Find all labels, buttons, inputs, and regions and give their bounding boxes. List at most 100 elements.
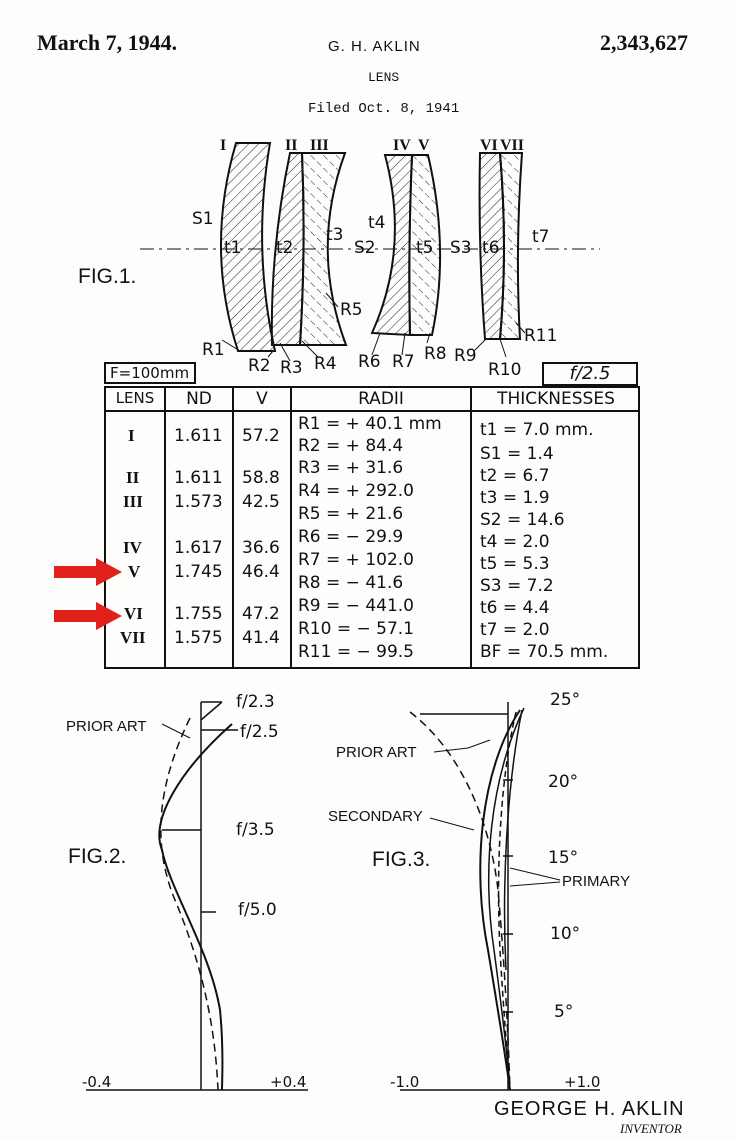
header-lens: LENS	[115, 389, 155, 407]
lens-numeral-vii: VII	[500, 137, 525, 154]
lens-numeral-i: I	[220, 137, 227, 154]
header-v: V	[256, 389, 268, 409]
fig3-angle-label: 15°	[548, 848, 579, 868]
patent-number: 2,343,627	[600, 30, 688, 55]
fig3-angle-label: 20°	[548, 772, 579, 792]
signature-name: GEORGE H. AKLIN	[494, 1098, 685, 1120]
thickness-label-t2: t2	[276, 238, 294, 258]
header-thicknesses: THICKNESSES	[497, 389, 615, 409]
fig2-aperture-label: f/2.3	[236, 692, 275, 712]
radius-label-r2: R2	[248, 356, 271, 376]
thickness-value: S3 = 7.2	[480, 576, 554, 596]
filed-date: Filed Oct. 8, 1941	[308, 101, 460, 117]
header-radii: RADII	[358, 389, 404, 409]
spacing-label-s2: S2	[354, 238, 376, 258]
thickness-value: t6 = 4.4	[480, 598, 550, 618]
fig3-angle-label: 10°	[550, 924, 581, 944]
lens-numeral-vi: VI	[480, 137, 498, 154]
thickness-value: t1 = 7.0 mm.	[480, 420, 594, 440]
nd-cell: 1.617	[174, 538, 223, 558]
signature-role: INVENTOR	[620, 1121, 682, 1136]
lens-numeral-ii: II	[285, 137, 298, 154]
nd-cell: 1.745	[174, 562, 223, 582]
radius-label-r5: R5	[340, 300, 363, 320]
fig3-field-curvature-graph	[400, 702, 600, 1091]
nd-cell: 1.611	[174, 468, 223, 488]
fig3-angle-label: 5°	[554, 1002, 574, 1022]
fig1-lens-drawing	[140, 142, 600, 362]
thickness-label-t6: t6	[482, 238, 500, 258]
v-cell: 58.8	[242, 468, 280, 488]
fig3-prior-art: PRIOR ART	[336, 744, 417, 761]
radius-label-r7: R7	[392, 352, 415, 372]
thickness-value: t5 = 5.3	[480, 554, 550, 574]
radius-label-r3: R3	[280, 358, 303, 378]
fig3-primary: PRIMARY	[562, 873, 631, 890]
radius-label-r4: R4	[314, 354, 337, 374]
thickness-value: t3 = 1.9	[480, 488, 550, 508]
nd-cell: 1.575	[174, 628, 223, 648]
lens-cell: III	[123, 492, 143, 511]
radius-value: R5 = + 21.6	[298, 504, 404, 524]
v-cell: 42.5	[242, 492, 280, 512]
spacing-label-s3: S3	[450, 238, 472, 258]
lens-cell: VI	[124, 604, 143, 623]
lens-element-iii	[298, 152, 348, 346]
radius-label-r1: R1	[202, 340, 225, 360]
radius-label-r8: R8	[424, 344, 447, 364]
radius-value: R10 = − 57.1	[298, 619, 414, 639]
lens-data-table: LENS ND V RADII THICKNESSES I 1.611 57.2…	[104, 386, 640, 669]
nd-cell: 1.755	[174, 604, 223, 624]
thickness-value: t4 = 2.0	[480, 532, 550, 552]
patent-date: March 7, 1944.	[37, 30, 178, 55]
thickness-value: t7 = 2.0	[480, 620, 550, 640]
thickness-value: S2 = 14.6	[480, 510, 565, 530]
lens-cell: I	[128, 426, 135, 445]
lens-numeral-iv: IV	[393, 137, 411, 154]
fig3-secondary: SECONDARY	[328, 808, 423, 825]
patent-title: LENS	[368, 70, 400, 85]
fig3-axis-max: +1.0	[564, 1073, 601, 1091]
lens-numeral-v: V	[418, 137, 430, 154]
lens-cell: VII	[120, 628, 146, 647]
v-cell: 36.6	[242, 538, 280, 558]
radius-label-r9: R9	[454, 346, 477, 366]
nd-cell: 1.611	[174, 426, 223, 446]
fig3-axis-min: -1.0	[390, 1073, 420, 1091]
thickness-label-t4: t4	[368, 213, 386, 233]
fig2-aberration-graph	[86, 701, 308, 1091]
lens-element-v	[408, 154, 442, 336]
fig2-aperture-label: f/2.5	[240, 722, 279, 742]
lens-cell: IV	[123, 538, 142, 557]
fig1-label: FIG.1.	[78, 265, 137, 288]
radius-value: R7 = + 102.0	[298, 550, 414, 570]
nd-cell: 1.573	[174, 492, 223, 512]
lens-cell: V	[128, 562, 141, 581]
red-arrow-icon	[54, 558, 122, 586]
inventor-header: G. H. AKLIN	[328, 38, 421, 55]
radius-value: R1 = + 40.1 mm	[298, 414, 442, 434]
v-cell: 57.2	[242, 426, 280, 446]
spacing-label-s1: S1	[192, 209, 214, 229]
fig2-axis-max: +0.4	[270, 1073, 307, 1091]
thickness-value: BF = 70.5 mm.	[480, 642, 609, 662]
thickness-label-t5: t5	[416, 238, 434, 258]
radius-value: R2 = + 84.4	[298, 436, 404, 456]
fig3-angle-label: 25°	[550, 690, 581, 710]
header-nd: ND	[186, 389, 212, 409]
radius-value: R11 = − 99.5	[298, 642, 414, 662]
lens-cell: II	[126, 468, 140, 487]
radius-value: R4 = + 292.0	[298, 481, 414, 501]
aperture-box: f/2.5	[542, 362, 638, 386]
fig2-label: FIG.2.	[68, 845, 127, 868]
thickness-label-t3: t3	[326, 225, 344, 245]
radius-value: R6 = − 29.9	[298, 527, 404, 547]
radius-label-r6: R6	[358, 352, 381, 372]
v-cell: 46.4	[242, 562, 280, 582]
lens-element-iv	[370, 154, 414, 337]
fig3-label: FIG.3.	[372, 848, 431, 871]
radius-value: R9 = − 441.0	[298, 596, 414, 616]
radius-label-r11: R11	[524, 326, 558, 346]
radius-value: R8 = − 41.6	[298, 573, 404, 593]
thickness-label-t7: t7	[532, 227, 550, 247]
